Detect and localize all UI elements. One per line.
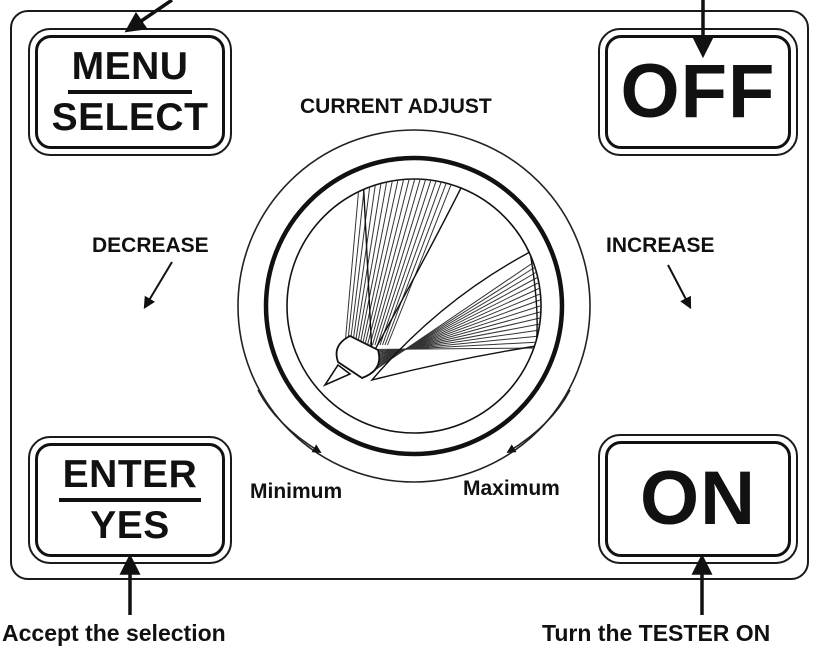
hatch-line [357,179,393,346]
decrease-arrow [143,261,173,310]
menu-select-button[interactable]: MENU SELECT [28,28,232,156]
menu-pointer-arrow [124,0,173,33]
maximum-label: Maximum [463,477,560,500]
off-label: OFF [620,49,776,134]
off-button[interactable]: OFF [598,28,798,156]
knob-pointer [344,179,541,382]
increase-label: INCREASE [606,234,715,257]
increase-arrow [667,264,692,310]
minimum-label: Minimum [250,480,343,503]
control-panel-frame [10,10,809,580]
enter-yes-button[interactable]: ENTER YES [28,436,232,564]
current-adjust-knob[interactable] [263,155,565,457]
hatch-line [367,179,417,346]
enter-caption: Accept the selection [2,620,226,646]
hatch-line [364,179,411,346]
hatch-line [354,179,387,346]
hatch-line [382,179,453,346]
hatch-line [379,179,447,346]
knob-outer-ring [237,129,591,483]
maximum-arc-arrow [506,389,571,453]
hatch-line [384,179,459,346]
select-label: SELECT [51,96,209,139]
hatch-line [377,179,441,346]
hatch-line [372,179,429,346]
knob-inner-ring [286,178,542,434]
menu-select-button-face: MENU SELECT [35,35,225,149]
minimum-arc-arrow [257,389,322,453]
off-button-face: OFF [605,35,791,149]
current-adjust-title: CURRENT ADJUST [300,95,492,118]
menu-label: MENU [67,47,193,94]
hatch-line [369,179,423,346]
hatch-line [359,179,399,346]
hatch-line [374,179,435,346]
enter-label: ENTER [58,455,202,502]
on-label: ON [640,456,756,541]
decrease-label: DECREASE [92,234,209,257]
pointer-tip [322,334,381,387]
yes-label: YES [90,504,170,547]
on-caption: Turn the TESTER ON [542,620,771,646]
